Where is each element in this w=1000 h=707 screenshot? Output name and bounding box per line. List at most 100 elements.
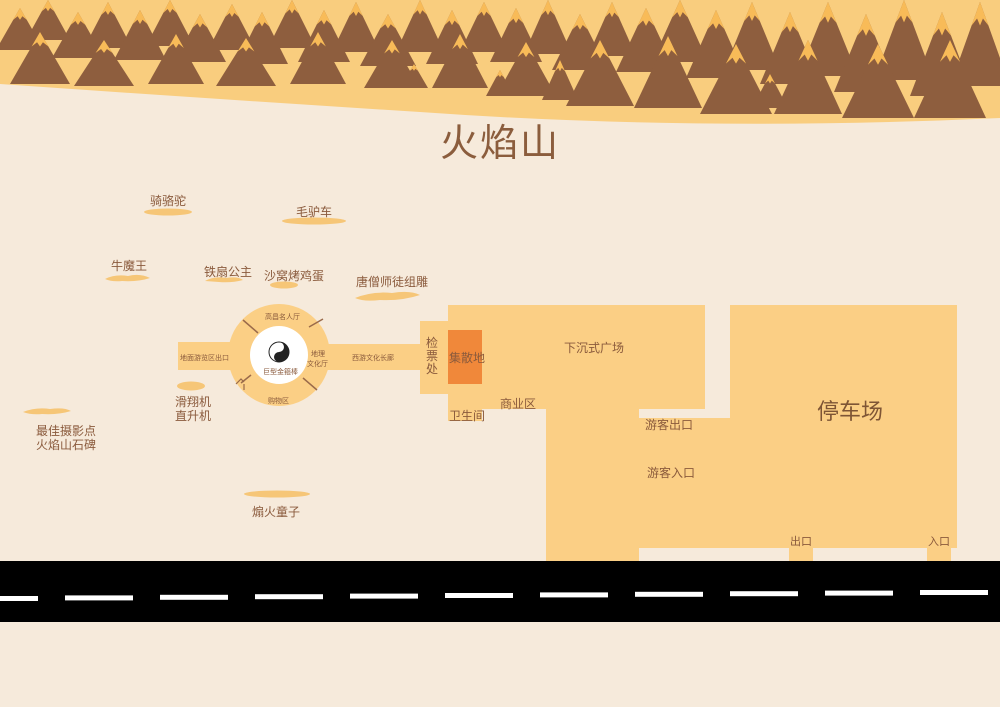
mountain-snow-cap	[410, 64, 418, 71]
west-walkway	[178, 342, 238, 370]
gathering-label[interactable]: 集散地	[449, 351, 486, 365]
mountain-snow-cap	[192, 14, 208, 28]
mountain-snow-cap	[444, 10, 460, 26]
map-title: 火焰山	[439, 121, 560, 165]
mountain-snow-cap	[413, 0, 427, 15]
plaza-divider-ne	[308, 318, 324, 328]
mountain-snow-cap	[971, 2, 989, 26]
helicopter-label[interactable]: 直升机	[175, 409, 212, 423]
mountain-snow-cap	[31, 32, 49, 47]
parking-entrance-label[interactable]: 入口	[928, 535, 950, 548]
geo-hall-label-1[interactable]: 地理	[311, 350, 325, 358]
mountain-snow-cap	[798, 40, 818, 61]
mountain-snow-cap	[933, 12, 951, 36]
culture-gallery-label[interactable]: 西游文化长廊	[352, 354, 394, 362]
statue-patch	[355, 291, 420, 301]
mountain-snow-cap	[380, 14, 396, 29]
bull-demon-king-label[interactable]: 牛魔王	[111, 259, 148, 273]
mountain-peak	[74, 40, 134, 86]
visitor-exit-label[interactable]: 游客出口	[645, 418, 694, 432]
mountain-peak	[460, 2, 508, 52]
mountain-snow-cap	[939, 40, 961, 62]
road-markings	[0, 590, 988, 601]
fireboy-patch	[244, 490, 310, 498]
mountain-snow-cap	[168, 34, 184, 48]
mountain-snow-cap	[895, 0, 913, 23]
stone-tablet-label[interactable]: 火焰山石碑	[36, 438, 97, 452]
camel-ride-label[interactable]: 骑骆驼	[150, 194, 187, 208]
mountain-peak	[542, 60, 578, 100]
ticket-check-label-3[interactable]: 处	[426, 362, 439, 376]
mountain-peak	[752, 74, 788, 108]
road-dash	[825, 590, 893, 596]
mountain-snow-cap	[672, 0, 688, 18]
mountain-peak	[486, 70, 514, 96]
gaochang-hall-label[interactable]: 高昌名人厅	[265, 313, 300, 321]
glider-label[interactable]: 滑翔机	[175, 395, 212, 409]
parking-entrance-gate	[927, 548, 951, 561]
mountain-snow-cap	[384, 40, 400, 54]
geo-hall-label-2[interactable]: 文化厅	[307, 360, 328, 368]
road-dash	[0, 596, 38, 601]
east-walkway	[316, 344, 422, 370]
mountain-snow-cap	[254, 12, 270, 27]
mountain-snow-cap	[857, 14, 875, 36]
mountain-snow-cap	[316, 10, 332, 25]
ticket-check-label-2[interactable]: 票	[426, 349, 439, 363]
mountain-peak	[774, 40, 842, 114]
egg-patch	[270, 281, 298, 289]
sunken-plaza-label[interactable]: 下沉式广场	[564, 341, 625, 355]
commercial-area-label[interactable]: 商业区	[500, 397, 537, 411]
mountain-snow-cap	[225, 4, 239, 17]
sand-eggs-label[interactable]: 沙窝烤鸡蛋	[264, 269, 325, 283]
road-dash	[445, 593, 513, 598]
restroom-zone	[448, 409, 482, 421]
restroom-label[interactable]: 卫生间	[449, 409, 486, 423]
princess-iron-fan-label[interactable]: 铁扇公主	[204, 265, 253, 279]
tang-monk-statue-label[interactable]: 唐僧师徒组雕	[356, 275, 429, 289]
mountain-snow-cap	[163, 0, 177, 13]
mountain-snow-cap	[725, 44, 747, 64]
parking-label[interactable]: 停车场	[817, 400, 884, 425]
mountain-snow-cap	[95, 40, 113, 53]
mountain-snow-cap	[41, 0, 55, 12]
parking-exit-label[interactable]: 出口	[790, 535, 812, 548]
road-dash	[350, 593, 418, 599]
mountain-peak	[842, 44, 914, 118]
mountain-peak	[208, 4, 256, 50]
mountain-range	[0, 0, 1000, 118]
mountain-snow-cap	[237, 38, 255, 52]
fire-boy-label[interactable]: 煽火童子	[252, 505, 301, 519]
photo-patch	[23, 408, 71, 415]
yin-yang-icon	[268, 341, 290, 363]
commercial-corridor-zone	[546, 405, 639, 561]
mountain-peak	[700, 44, 772, 114]
plaza-divider-sw	[240, 374, 252, 384]
ticket-check-zone	[420, 321, 450, 394]
underground-exit-label[interactable]: 地面游览区出口	[180, 354, 229, 362]
mountain-snow-cap	[541, 0, 555, 16]
mountain-peak	[290, 32, 346, 84]
shopping-area-label[interactable]: 购物区	[268, 397, 289, 405]
mountain-snow-cap	[349, 2, 363, 16]
golden-staff-label[interactable]: 巨型金箍棒	[263, 368, 298, 376]
road-dash	[160, 594, 228, 600]
mountain-peak	[10, 32, 70, 84]
mountain-peak	[146, 0, 194, 46]
mountain-snow-cap	[572, 14, 588, 30]
mountain-snow-cap	[13, 8, 27, 20]
mountain-snow-cap	[508, 8, 524, 24]
mountain-peak	[496, 42, 556, 96]
donkey-cart-label[interactable]: 毛驴车	[296, 205, 333, 219]
mountain-snow-cap	[285, 0, 299, 14]
mountain-snow-cap	[517, 42, 535, 58]
ticket-check-label-1[interactable]: 检	[426, 336, 439, 350]
mountain-peak	[114, 10, 166, 60]
road-dash	[635, 591, 703, 597]
mountain-peak	[84, 2, 132, 48]
mountain-snow-cap	[707, 10, 725, 30]
visitor-entrance-label[interactable]: 游客入口	[647, 466, 696, 480]
mountain-snow-cap	[310, 32, 326, 47]
photo-spot-label[interactable]: 最佳摄影点	[36, 424, 97, 438]
mountain-peak	[634, 36, 702, 108]
